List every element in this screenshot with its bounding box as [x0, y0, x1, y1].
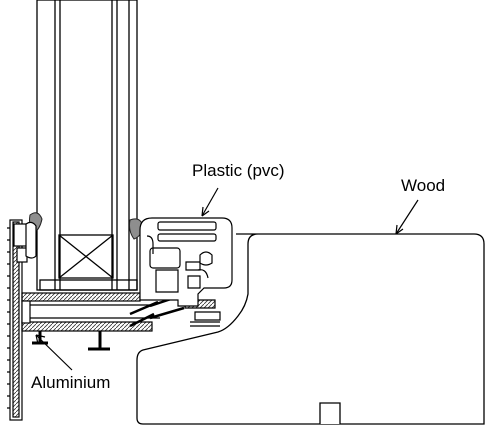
plastic-pvc-profile	[25, 217, 233, 307]
label-aluminium: Aluminium	[31, 373, 111, 392]
plastic-arrow	[201, 187, 219, 217]
label-wood: Wood	[401, 176, 446, 195]
wood-frame	[136, 233, 485, 425]
aluminium-arrow	[35, 334, 73, 371]
label-plastic: Plastic (pvc)	[192, 161, 285, 180]
glass-spacer	[39, 234, 138, 291]
aluminium-profile	[7, 219, 221, 421]
glass-pane	[36, 0, 138, 291]
label-arrows	[35, 187, 419, 371]
wood-arrow	[395, 199, 419, 235]
